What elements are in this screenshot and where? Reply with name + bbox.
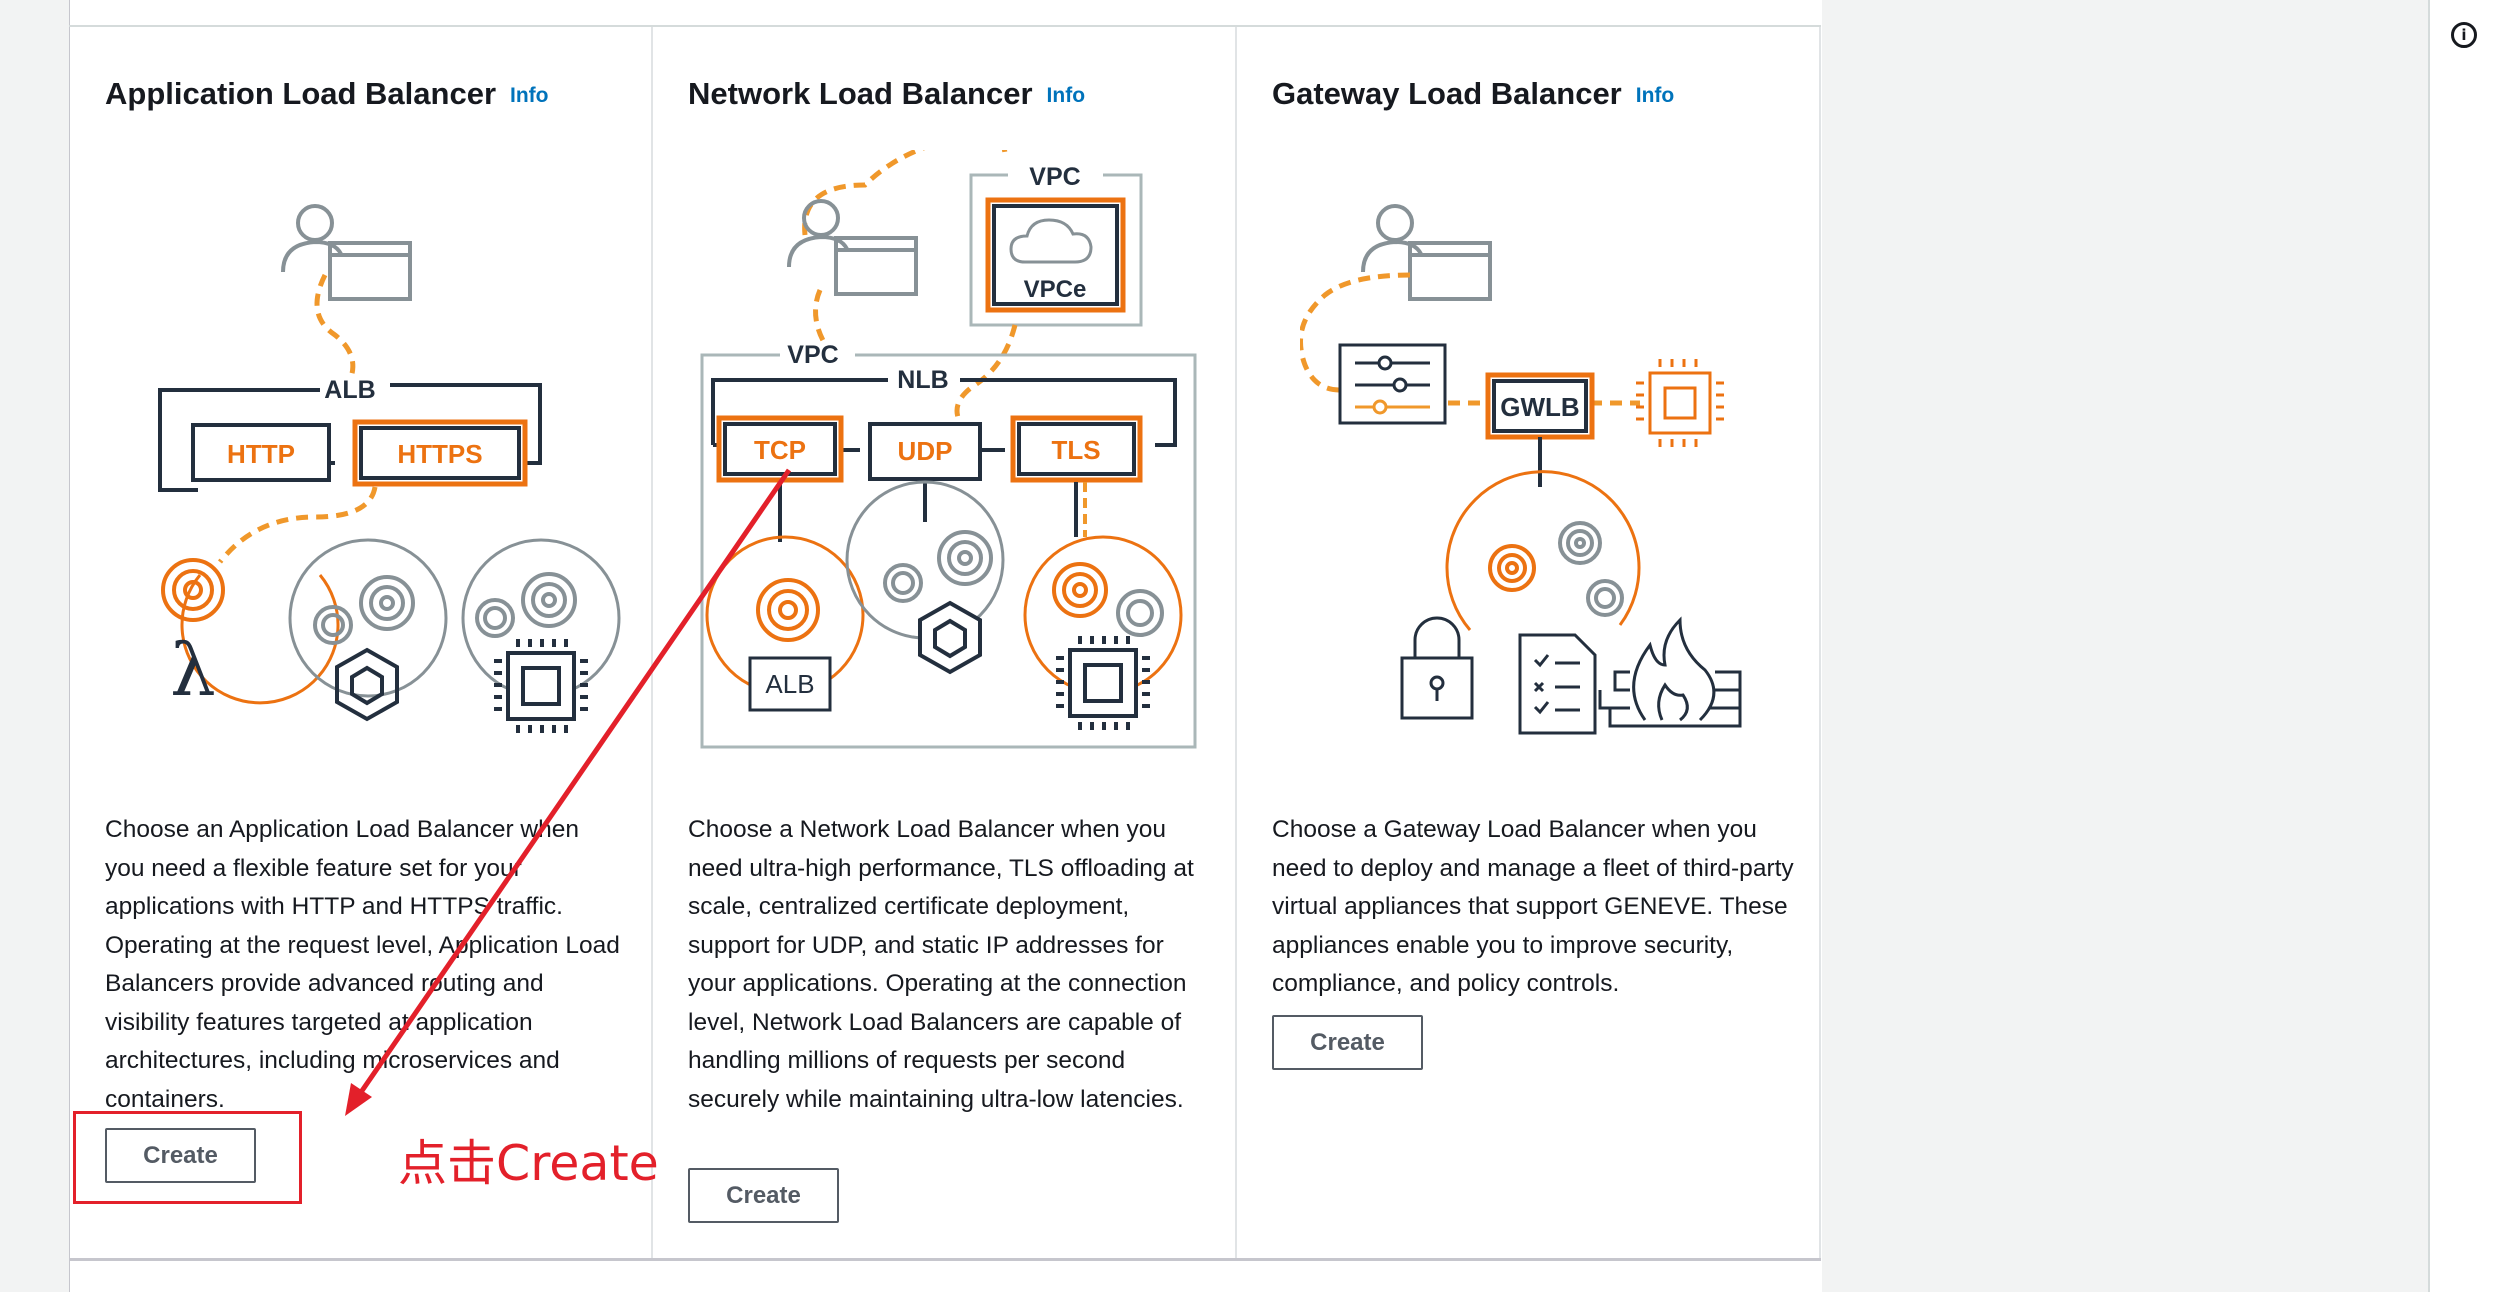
vpce-label: VPCe <box>1024 276 1087 303</box>
filter-icon <box>1338 343 1447 425</box>
alb-diagram: ALB HTTP HTTPS λ <box>158 204 621 733</box>
lambda-icon: λ <box>170 628 216 712</box>
annotation-note: 点击Create <box>398 1135 659 1192</box>
chip-target-group <box>1023 535 1183 730</box>
container-target-group <box>288 538 448 722</box>
card-separator <box>1235 27 1237 1258</box>
card-title: Application Load Balancer Info <box>105 76 549 112</box>
card-title: Network Load Balancer Info <box>688 76 1085 112</box>
user-icon <box>1361 204 1492 301</box>
firewall-icon <box>1598 616 1742 728</box>
https-label: HTTPS <box>397 439 482 469</box>
help-panel-rail <box>2428 0 2499 1292</box>
user-icon <box>281 204 412 301</box>
chip-icon <box>494 639 588 733</box>
card-title-text: Application Load Balancer <box>105 76 497 111</box>
target-icon <box>1116 589 1164 637</box>
chip-icon <box>1636 359 1724 447</box>
target-icon <box>1488 544 1536 592</box>
http-box <box>191 423 331 482</box>
chip-icon <box>1056 636 1150 730</box>
tcp-label: TCP <box>754 435 806 465</box>
udp-label: UDP <box>898 436 953 466</box>
info-link[interactable]: Info <box>1046 84 1086 107</box>
card-title-text: Gateway Load Balancer <box>1272 76 1622 111</box>
container-icon <box>918 600 982 675</box>
target-icon <box>475 572 577 638</box>
alb-target-label: ALB <box>765 669 814 699</box>
card-title-text: Network Load Balancer <box>688 76 1033 111</box>
bottom-divider <box>69 1258 1821 1261</box>
create-button[interactable]: Create <box>1272 1015 1423 1070</box>
target-icon <box>161 558 225 622</box>
tls-label: TLS <box>1051 435 1100 465</box>
http-label: HTTP <box>227 439 295 469</box>
info-link[interactable]: Info <box>1635 84 1675 107</box>
nlb-diagram: VPC VPCe VPC NLB TCP UDP TLS ALB <box>700 150 1197 749</box>
card-description: Choose an Application Load Balancer when… <box>105 816 620 1113</box>
lambda-target-group: λ <box>161 558 340 712</box>
info-link[interactable]: Info <box>510 84 549 107</box>
alb-target-group: ALB <box>705 535 865 712</box>
target-icon <box>1052 562 1108 618</box>
tls-box <box>1017 422 1136 476</box>
card-separator <box>651 27 653 1258</box>
user-icon <box>787 199 918 296</box>
create-button[interactable]: Create <box>105 1128 256 1183</box>
gwlb-diagram: GWLB <box>1300 204 1742 735</box>
highlight-box <box>73 1111 302 1204</box>
info-circle-icon[interactable]: i <box>2451 22 2477 48</box>
target-icon <box>756 578 820 642</box>
target-icon <box>1558 521 1624 617</box>
card-description: Choose a Gateway Load Balancer when you … <box>1272 816 1794 997</box>
card-separator <box>1819 27 1821 1258</box>
chip-target-group <box>461 538 621 733</box>
card-title: Gateway Load Balancer Info <box>1272 76 1674 112</box>
create-button[interactable]: Create <box>688 1168 839 1223</box>
nlb-label: NLB <box>897 366 948 394</box>
target-icon <box>883 530 993 603</box>
udp-box <box>868 422 982 481</box>
vpc-label: VPC <box>787 341 838 369</box>
lock-icon <box>1400 616 1474 720</box>
alb-label: ALB <box>324 376 375 404</box>
tcp-box <box>723 422 837 476</box>
gwlb-box <box>1492 379 1588 433</box>
card-description: Choose a Network Load Balancer when you … <box>688 816 1194 1113</box>
top-divider <box>69 25 1821 27</box>
container-icon <box>335 647 399 722</box>
gwlb-label: GWLB <box>1500 392 1579 422</box>
vpc-top-label: VPC <box>1029 163 1080 191</box>
container-target-group <box>845 480 1005 675</box>
checklist-icon <box>1518 633 1597 735</box>
cloud-icon <box>1009 218 1093 264</box>
